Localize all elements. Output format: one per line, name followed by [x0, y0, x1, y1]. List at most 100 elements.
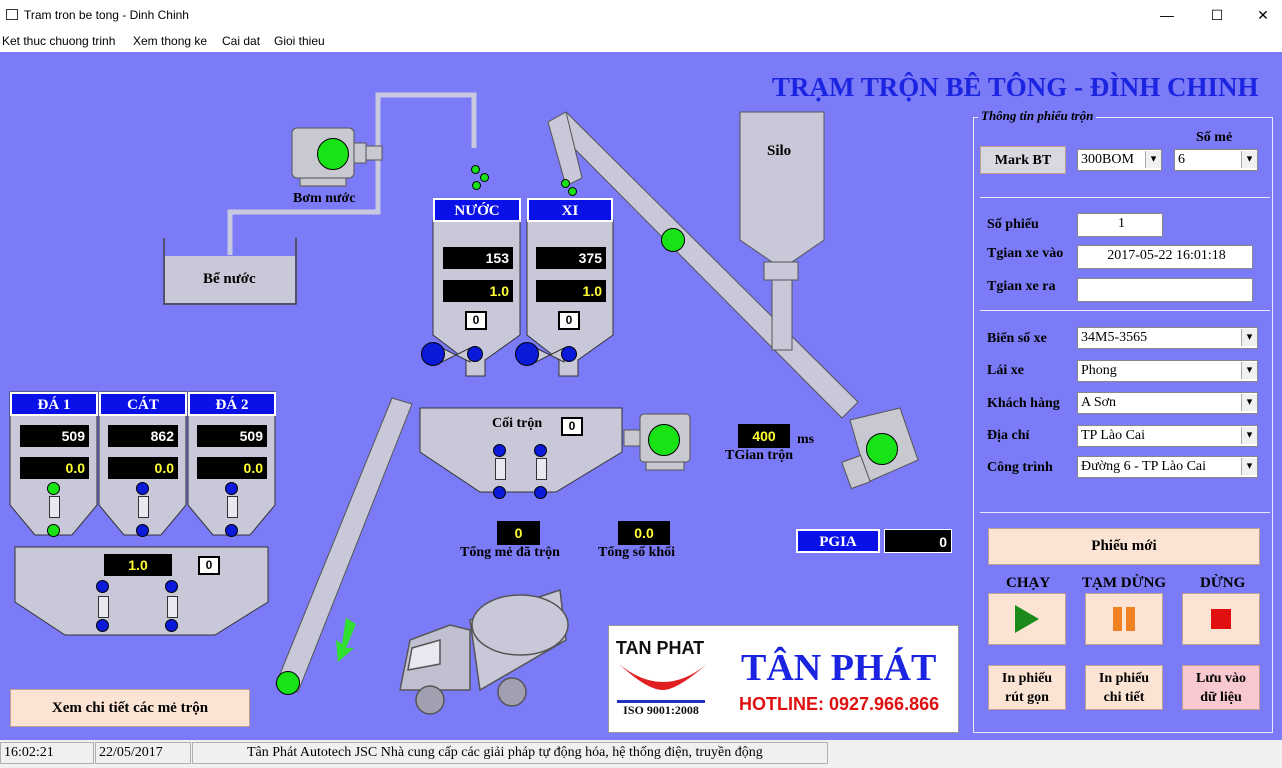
divider — [980, 512, 1270, 513]
new-ticket-button[interactable]: Phiếu mới — [988, 528, 1260, 565]
sand-gate-top — [136, 482, 149, 495]
mixer-gate-left-bottom — [493, 486, 506, 499]
cement-valve-indicator — [561, 346, 577, 362]
address-select[interactable]: TP Lào Cai — [1077, 425, 1258, 447]
minimize-button[interactable]: — — [1160, 7, 1174, 23]
batch-details-button[interactable]: Xem chi tiết các mẻ trộn — [10, 689, 250, 727]
tank-label: Bể nước — [203, 271, 256, 287]
mixer-gate-right — [536, 458, 547, 480]
weigh-gate-right-top — [165, 580, 178, 593]
print-detail-line1: In phiếu — [1098, 670, 1150, 686]
water-flow-indicator — [472, 181, 481, 190]
ticket-panel — [973, 117, 1273, 733]
incline-belt — [275, 397, 413, 693]
water-target: 153 — [443, 247, 513, 269]
cement-count: 0 — [558, 311, 580, 330]
weigh-gate-right-bottom — [165, 619, 178, 632]
stop-icon — [1211, 609, 1231, 629]
water-tank — [163, 238, 297, 305]
mixer-gate-left-top — [493, 444, 506, 457]
sand-target: 862 — [108, 425, 178, 447]
company-logo: TAN PHAT ISO 9001:2008 TÂN PHÁT HOTLINE:… — [608, 625, 959, 733]
water-flow-indicator — [480, 173, 489, 182]
menu-statistics[interactable]: Xem thong ke — [133, 34, 208, 48]
water-header: NƯỚC — [433, 198, 521, 222]
title-bar: Tram tron be tong - Dinh Chinh — ☐ ✕ — [0, 0, 1282, 31]
status-date: 22/05/2017 — [95, 742, 191, 764]
menu-about[interactable]: Gioi thieu — [274, 34, 325, 48]
run-button[interactable] — [988, 593, 1066, 645]
mixer-gate-left — [495, 458, 506, 480]
sand-gate-bottom — [136, 524, 149, 537]
logo-brand-small: TAN PHAT — [615, 638, 705, 658]
plate-label: Biển số xe — [987, 331, 1047, 346]
save-line1: Lưu vào — [1195, 670, 1247, 686]
sand-header: CÁT — [99, 392, 187, 416]
water-valve-indicator — [421, 342, 445, 366]
total-batches-label: Tổng mẻ đã trộn — [460, 545, 560, 560]
conveyor-motor-indicator — [866, 433, 898, 465]
print-detail-line2: chi tiết — [1103, 689, 1145, 705]
silo — [739, 111, 825, 351]
sand-gate — [138, 496, 149, 518]
site-select[interactable]: Đường 6 - TP Lào Cai — [1077, 456, 1258, 478]
aggregate-2-gate-top — [225, 482, 238, 495]
batches-label: Số mẻ — [1196, 130, 1233, 145]
aggregate-1-target: 509 — [20, 425, 89, 447]
menu-settings[interactable]: Cai dat — [222, 34, 261, 48]
down-arrow-icon — [336, 618, 356, 662]
print-detail-button[interactable]: In phiếu chi tiết — [1085, 665, 1163, 710]
time-out-label: Tgian xe ra — [987, 279, 1056, 294]
aggregate-2-gate — [227, 496, 238, 518]
menu-exit[interactable]: Ket thuc chuong trinh — [2, 34, 116, 48]
total-batches-value: 0 — [497, 521, 540, 545]
hotline: HOTLINE: 0927.966.866 — [739, 694, 940, 714]
weigh-gate-left-top — [96, 580, 109, 593]
close-button[interactable]: ✕ — [1257, 7, 1269, 23]
scale-count: 0 — [198, 556, 220, 575]
page-title: TRẠM TRỘN BÊ TÔNG - ĐÌNH CHINH — [772, 72, 1259, 102]
water-flow-indicator — [471, 165, 480, 174]
cement-flow-indicator — [561, 179, 570, 188]
aggregate-1-actual: 0.0 — [20, 457, 89, 479]
mix-time-unit: ms — [797, 432, 815, 447]
mix-time-label: TGian trộn — [725, 448, 794, 463]
divider — [980, 310, 1270, 311]
water-actual: 1.0 — [443, 280, 513, 302]
status-bar: 16:02:21 22/05/2017 Tân Phát Autotech JS… — [0, 740, 1282, 768]
pump-label: Bơm nước — [293, 191, 356, 206]
mixer-truck — [399, 588, 569, 715]
mixer-gate-right-top — [534, 444, 547, 457]
aggregate-2-actual: 0.0 — [197, 457, 267, 479]
aggregate-1-header: ĐÁ 1 — [10, 392, 98, 416]
play-icon — [1015, 605, 1039, 633]
ticket-no-field[interactable]: 1 — [1077, 213, 1163, 237]
window-title: Tram tron be tong - Dinh Chinh — [24, 8, 189, 22]
cement-target: 375 — [536, 247, 606, 269]
status-time: 16:02:21 — [0, 742, 94, 764]
pause-button[interactable] — [1085, 593, 1163, 645]
aggregate-2-target: 509 — [197, 425, 267, 447]
save-button[interactable]: Lưu vào dữ liệu — [1182, 665, 1260, 710]
driver-select[interactable]: Phong — [1077, 360, 1258, 382]
stop-label: DỪNG — [1200, 575, 1246, 591]
aggregate-2-header: ĐÁ 2 — [188, 392, 276, 416]
batches-select[interactable]: 6 — [1174, 149, 1258, 171]
time-out-field[interactable] — [1077, 278, 1253, 302]
site-label: Công trình — [987, 460, 1053, 475]
aggregate-2-gate-bottom — [225, 524, 238, 537]
menu-bar: Ket thuc chuong trinh Xem thong ke Cai d… — [0, 30, 1282, 52]
stop-button[interactable] — [1182, 593, 1260, 645]
time-in-field[interactable]: 2017-05-22 16:01:18 — [1077, 245, 1253, 269]
plate-select[interactable]: 34M5-3565 — [1077, 327, 1258, 349]
total-volume-value: 0.0 — [618, 521, 670, 545]
customer-select[interactable]: A Sơn — [1077, 392, 1258, 414]
mixer-gate-right-bottom — [534, 486, 547, 499]
maximize-button[interactable]: ☐ — [1210, 7, 1224, 23]
logo-brand: TÂN PHÁT — [741, 647, 937, 689]
scale-value: 1.0 — [104, 554, 172, 576]
print-short-button[interactable]: In phiếu rút gọn — [988, 665, 1066, 710]
total-volume-label: Tổng số khối — [598, 545, 676, 560]
mix-time-value: 400 — [738, 424, 790, 448]
mark-select[interactable]: 300BOM — [1077, 149, 1162, 171]
